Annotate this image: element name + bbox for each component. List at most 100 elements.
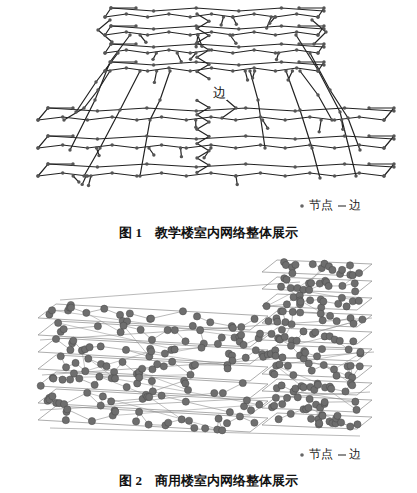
network-node bbox=[103, 51, 106, 54]
network-node bbox=[382, 146, 385, 149]
network-node bbox=[237, 45, 240, 48]
network-node bbox=[210, 12, 213, 15]
network-node bbox=[235, 23, 238, 26]
network-edge bbox=[322, 349, 349, 350]
network-node bbox=[272, 352, 279, 359]
network-node bbox=[289, 270, 296, 277]
network-node bbox=[200, 45, 203, 48]
network-node bbox=[236, 183, 239, 186]
network-node bbox=[55, 319, 62, 326]
network-node bbox=[125, 48, 128, 51]
network-edge bbox=[64, 393, 87, 404]
network-node bbox=[195, 156, 198, 159]
network-node bbox=[319, 412, 326, 419]
network-node bbox=[97, 154, 100, 157]
network-node bbox=[68, 148, 71, 151]
network-node bbox=[309, 261, 316, 268]
network-node bbox=[392, 109, 395, 112]
network-node bbox=[274, 69, 277, 72]
network-node bbox=[316, 68, 319, 71]
network-node bbox=[346, 116, 349, 119]
network-node bbox=[295, 30, 298, 33]
legend-item: 边 bbox=[338, 197, 361, 214]
network-node bbox=[280, 24, 283, 27]
network-node bbox=[202, 156, 205, 159]
network-node bbox=[110, 115, 113, 118]
legend-text: 边 bbox=[349, 446, 361, 463]
network-node bbox=[283, 146, 286, 149]
network-node bbox=[224, 365, 231, 372]
network-edge bbox=[48, 164, 394, 167]
network-node bbox=[308, 51, 311, 54]
legend-text: 节点 bbox=[309, 197, 333, 214]
network-node bbox=[147, 146, 150, 149]
network-node bbox=[321, 399, 328, 406]
network-node bbox=[237, 63, 240, 66]
network-node bbox=[108, 60, 111, 63]
network-node bbox=[274, 318, 281, 325]
network-node bbox=[308, 367, 315, 374]
network-node bbox=[268, 22, 271, 25]
network-node bbox=[310, 18, 313, 21]
network-node bbox=[322, 27, 325, 30]
network-node bbox=[152, 27, 155, 30]
network-node bbox=[316, 69, 319, 72]
network-node bbox=[126, 310, 133, 317]
network-node bbox=[278, 382, 285, 389]
network-node bbox=[308, 143, 311, 146]
network-node bbox=[86, 118, 89, 121]
network-node bbox=[247, 407, 254, 414]
network-node bbox=[338, 110, 341, 113]
network-node bbox=[189, 69, 192, 72]
network-node bbox=[333, 318, 340, 325]
network-node bbox=[195, 6, 198, 9]
network-node bbox=[36, 118, 39, 121]
network-node bbox=[322, 63, 325, 66]
network-node bbox=[322, 9, 325, 12]
network-node bbox=[207, 106, 210, 109]
network-edge bbox=[111, 26, 324, 29]
network-node bbox=[110, 171, 113, 174]
network-node bbox=[161, 350, 168, 357]
network-node bbox=[61, 143, 64, 146]
network-node bbox=[61, 171, 64, 174]
network-node bbox=[197, 327, 204, 334]
network-node bbox=[138, 69, 141, 72]
network-node bbox=[146, 15, 149, 18]
network-node bbox=[244, 69, 247, 72]
network-node bbox=[59, 376, 66, 383]
network-node bbox=[135, 146, 138, 149]
figure-caption: 图 1 教学楼室内网络整体展示 bbox=[0, 224, 417, 242]
network-node bbox=[158, 392, 165, 399]
network-node bbox=[283, 174, 286, 177]
network-node bbox=[135, 408, 142, 415]
network-node bbox=[48, 307, 55, 314]
network-node bbox=[96, 109, 99, 112]
network-node bbox=[305, 404, 312, 411]
network-node bbox=[297, 309, 304, 316]
network-node bbox=[355, 297, 362, 304]
network-node bbox=[160, 171, 163, 174]
network-node bbox=[167, 66, 170, 69]
network-node bbox=[307, 297, 314, 304]
network-node bbox=[134, 24, 137, 27]
network-edge bbox=[38, 406, 268, 432]
network-node bbox=[287, 284, 294, 291]
network-node bbox=[109, 60, 112, 63]
network-node bbox=[231, 15, 234, 18]
network-node bbox=[146, 51, 149, 54]
network-node bbox=[168, 69, 171, 72]
network-node bbox=[185, 417, 192, 424]
legend-item: 节点 bbox=[298, 446, 333, 463]
network-edge bbox=[154, 71, 156, 82]
network-node bbox=[316, 15, 319, 18]
network-node bbox=[77, 180, 80, 183]
network-node bbox=[96, 165, 99, 168]
network-node bbox=[207, 135, 210, 138]
network-node bbox=[46, 134, 49, 137]
network-node bbox=[139, 365, 146, 372]
network-node bbox=[266, 126, 269, 129]
network-node bbox=[195, 109, 198, 112]
network-node bbox=[176, 51, 179, 54]
